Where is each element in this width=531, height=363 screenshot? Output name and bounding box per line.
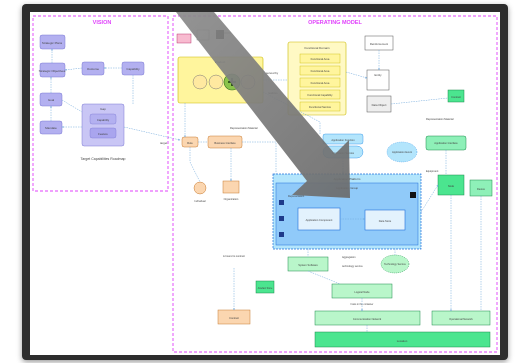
bound-to-contract-label: is bound to contract — [223, 255, 245, 258]
location-box[interactable]: Location — [314, 331, 491, 348]
functional-domain-title: Functional Domain — [304, 46, 329, 50]
artefact-store-box[interactable]: Artefact Store — [255, 280, 275, 294]
operational-network-label: Operational Network — [449, 317, 473, 321]
goal-box[interactable]: Goal — [39, 92, 63, 107]
vision-connectors — [50, 48, 181, 141]
app-interface-label: Application Interface — [434, 141, 458, 145]
functional-area-2: Functional Area — [311, 69, 330, 73]
functional-area-1: Functional Area — [311, 57, 330, 61]
logical-node-box[interactable]: Logical Node — [331, 283, 393, 299]
functional-capability: Functional Capability — [308, 93, 334, 97]
goal-label: Goal — [48, 98, 55, 102]
app-event-cloud[interactable]: Application Event — [386, 141, 418, 163]
individual-node[interactable]: Individual — [193, 181, 207, 203]
device-label: Device — [477, 187, 485, 191]
device-box[interactable]: Device — [469, 179, 493, 197]
app-component-label: Application Component — [306, 218, 333, 222]
mandate-box[interactable]: Mandate — [39, 120, 63, 135]
app-interface-box[interactable]: Application Interface — [425, 135, 467, 151]
contract-bottom-label: Contract — [229, 316, 239, 320]
technology-service-cloud[interactable]: Technology Service — [380, 254, 410, 274]
entity-box[interactable]: Entity — [366, 69, 390, 91]
entity-label: Entity — [375, 73, 383, 77]
strategic-objectives-box[interactable]: Strategic Objectives — [39, 62, 66, 78]
functional-area-3: Functional Area — [311, 81, 330, 85]
communication-network-label: Communication Network — [353, 317, 382, 321]
organization-node[interactable]: Organization — [222, 180, 240, 201]
technology-service-label: Technology Service — [384, 263, 406, 266]
vision-panel: VISION Strategic Plans Strategic Objecti… — [32, 15, 181, 192]
app-function-label: Application Function — [331, 138, 355, 142]
reinforcement-box[interactable]: Reinforcement — [364, 35, 394, 51]
gap-feature-label: Feature — [98, 132, 108, 136]
functional-domain-box[interactable]: Functional Domain Functional Area Functi… — [287, 41, 347, 116]
gap-capability-label: Capability — [97, 118, 110, 122]
vision-title: VISION — [93, 20, 112, 26]
role-box[interactable]: Role — [181, 136, 199, 148]
node-box[interactable]: Node — [437, 174, 465, 196]
diagram-canvas: VISION Strategic Plans Strategic Objecti… — [30, 12, 500, 355]
technology-service-side-label: technology service — [342, 265, 363, 268]
target-edge-label: target — [160, 141, 167, 145]
operational-network-box[interactable]: Operational Network — [431, 310, 491, 326]
system-software-box[interactable]: System Software — [287, 256, 329, 272]
data-object-box[interactable]: Data Object — [366, 95, 392, 113]
functional-service: Functional Service — [309, 105, 332, 109]
logical-node-label: Logical Node — [354, 290, 370, 294]
equipment-label: Equipment — [426, 169, 439, 173]
node-label: Node — [448, 184, 455, 188]
app-function-box[interactable]: Application Function — [322, 133, 364, 145]
contract-bottom-box[interactable]: Contract — [217, 309, 251, 325]
business-interface-box[interactable]: Business Interface — [207, 135, 243, 149]
contract-top-box[interactable]: Contract — [447, 89, 465, 103]
aggregation-label: Aggregation — [342, 256, 356, 259]
representation-label: Representation — [288, 195, 305, 198]
strategic-plans-box[interactable]: Strategic Plans — [39, 34, 66, 50]
reinforcement-label: Reinforcement — [370, 42, 388, 46]
outcome-box[interactable]: Outcome — [81, 61, 105, 76]
individual-label: Individual — [195, 199, 206, 203]
capability-box[interactable]: Capability — [121, 61, 145, 76]
communication-network-box[interactable]: Communication Network — [314, 310, 421, 326]
location-label: Location — [397, 339, 408, 343]
gap-box[interactable]: Gap Capability Feature — [81, 103, 125, 147]
gap-label: Gap — [100, 107, 106, 111]
strategic-objectives-label: Strategic Objectives — [39, 69, 66, 73]
roadmap-label: Target Capabilities Roadmap — [81, 157, 126, 161]
capability-label: Capability — [126, 67, 140, 71]
artefact-store-label: Artefact Store — [258, 287, 273, 290]
operating-model-title: OPERATING MODEL — [308, 20, 362, 26]
strategic-plans-label: Strategic Plans — [42, 41, 63, 45]
organization-label: Organization — [224, 197, 239, 201]
architecture-diagram: VISION Strategic Plans Strategic Objecti… — [32, 12, 498, 353]
outcome-label: Outcome — [87, 67, 100, 71]
data-object-label: Data Object — [372, 103, 387, 107]
representation-material-2-label: Representation Material — [426, 117, 454, 121]
callout-arrow — [176, 12, 350, 198]
business-interface-label: Business Interface — [214, 141, 236, 145]
app-event-label: Application Event — [392, 150, 412, 154]
data-store-label: Data Store — [379, 219, 392, 223]
role-label: Role — [187, 141, 193, 145]
served-by-label: served by — [266, 71, 279, 75]
representation-material-label: Representation Material — [230, 126, 258, 130]
system-software-label: System Software — [298, 263, 318, 267]
mandate-label: Mandate — [45, 126, 57, 130]
contract-top-label: Contract — [451, 95, 461, 99]
